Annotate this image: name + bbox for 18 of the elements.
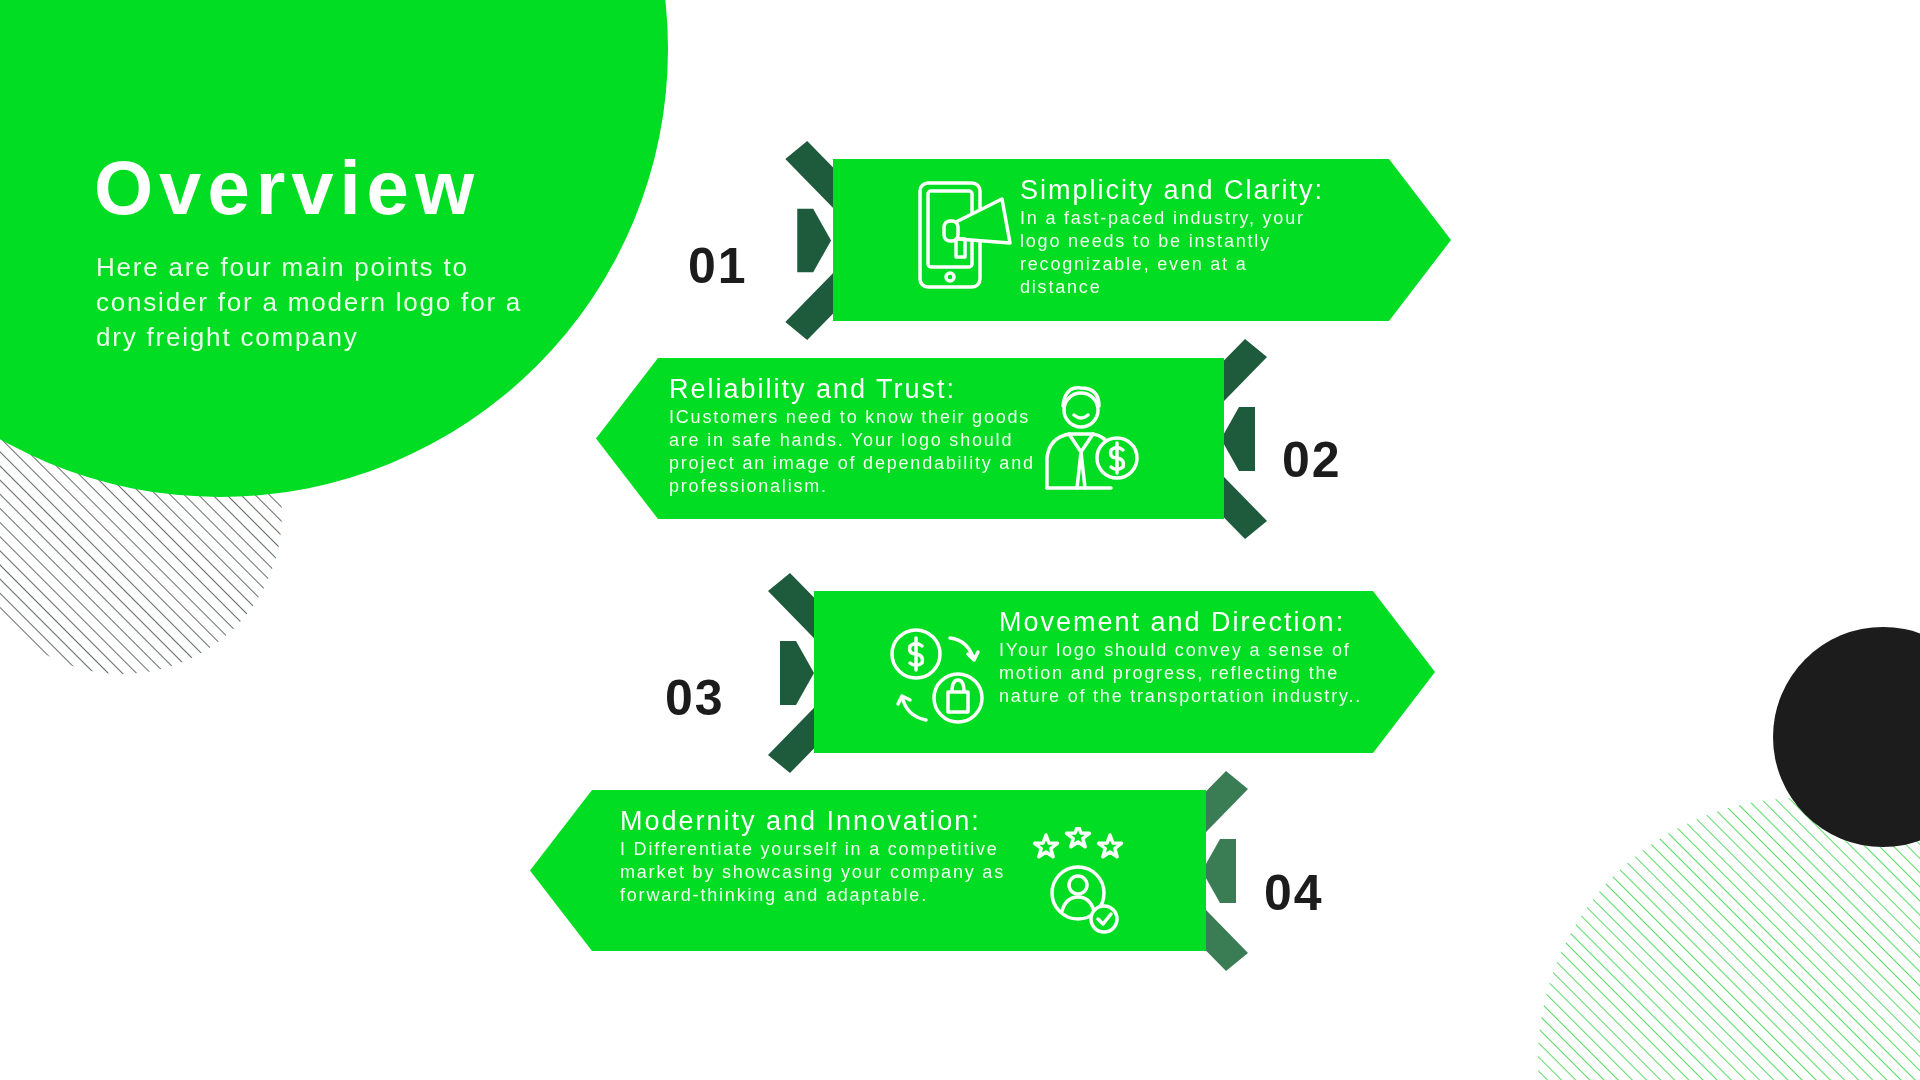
banner-description: IYour logo should convey a sense of motion and progress, reflecting the nature of the transportation industry.. xyxy=(999,639,1364,708)
banner-description: In a fast-paced industry, your logo needs to be instantly recognizable, even at a distance xyxy=(1020,207,1306,299)
banner-description: ICustomers need to know their goods are in safe hands. Your logo should project an image of dependability and professionalism. xyxy=(669,406,1036,498)
subtitle: Here are four main points to consider for a modern logo for a dry freight company xyxy=(96,251,524,354)
banner-heading: Simplicity and Clarity: xyxy=(1020,175,1325,205)
banner-heading: Movement and Direction: xyxy=(999,607,1346,637)
arrow-banner xyxy=(833,159,1451,321)
banner-heading: Modernity and Innovation: xyxy=(620,806,981,836)
step-number: 04 xyxy=(1264,865,1324,921)
arrow-banner xyxy=(530,790,1206,951)
title: Overview xyxy=(94,145,480,231)
arrow-banner xyxy=(814,591,1435,753)
step-number: 01 xyxy=(688,238,748,294)
banner-heading: Reliability and Trust: xyxy=(669,374,957,404)
step-number: 02 xyxy=(1282,432,1342,488)
banner-description: I Differentiate yourself in a competitive market by showcasing your company as forward-thinking and adaptable. xyxy=(620,838,1006,907)
arrow-banner xyxy=(596,358,1224,519)
step-number: 03 xyxy=(665,670,725,726)
